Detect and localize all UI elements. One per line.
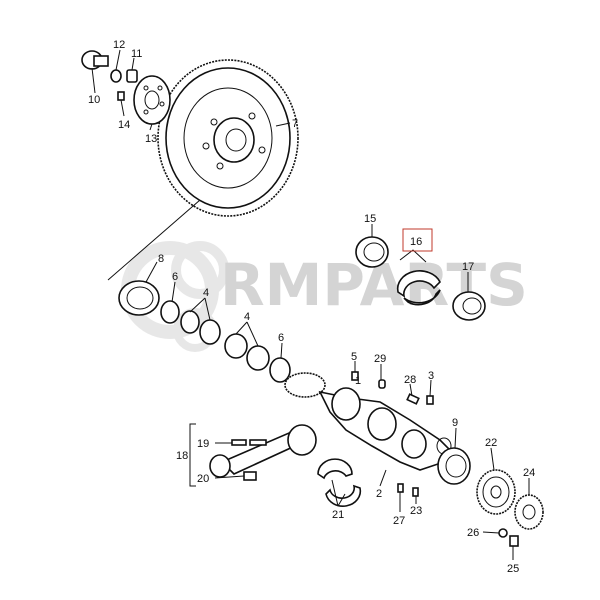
connecting-rod xyxy=(209,424,317,478)
callout-label: 2 xyxy=(376,488,382,500)
callout-label: 16 xyxy=(410,236,422,248)
callout-label: 24 xyxy=(523,467,535,479)
callout-label: 20 xyxy=(197,473,209,485)
needle-bearing xyxy=(126,69,138,83)
rod-nut-20 xyxy=(243,471,257,481)
rod-bolt-19 xyxy=(231,439,247,446)
callout-label: 6 xyxy=(278,332,284,344)
pin-23 xyxy=(412,487,419,497)
callout-label: 8 xyxy=(158,253,164,265)
callout-label: 22 xyxy=(485,437,497,449)
callout-label: 27 xyxy=(393,515,405,527)
callout-label: 17 xyxy=(462,261,474,273)
main-bearing-17 xyxy=(452,291,486,321)
bolt-25 xyxy=(509,535,519,547)
callout-label: 3 xyxy=(428,370,434,382)
callout-label: 29 xyxy=(374,353,386,365)
plug-3 xyxy=(426,395,434,405)
callout-label: 5 xyxy=(351,351,357,363)
thrust-washer-right xyxy=(269,357,291,383)
key-28 xyxy=(406,393,420,405)
callout-label: 23 xyxy=(410,505,422,517)
callout-label: 21 xyxy=(332,509,344,521)
flywheel xyxy=(157,59,299,217)
callout-label: 15 xyxy=(364,213,376,225)
thrust-washer-left xyxy=(160,300,180,324)
leader-lines xyxy=(91,49,530,560)
callout-label: 9 xyxy=(452,417,458,429)
rod-bearing-shells-21 xyxy=(317,458,362,507)
felt-ring xyxy=(110,69,122,83)
main-bearing-15 xyxy=(355,236,389,268)
callout-label: 25 xyxy=(507,563,519,575)
callout-label: 19 xyxy=(197,438,209,450)
callout-label: 6 xyxy=(172,271,178,283)
callout-label: 11 xyxy=(131,48,142,60)
pin-27 xyxy=(397,483,404,493)
callout-label: 13 xyxy=(145,133,157,145)
dowel-pin xyxy=(117,91,125,101)
retaining-ring-26 xyxy=(498,528,508,538)
callout-label: 4 xyxy=(244,311,250,323)
crank-seal xyxy=(437,447,471,485)
main-bearing-shells-16 xyxy=(396,270,441,306)
crank-gear xyxy=(476,469,516,515)
callout-label: 28 xyxy=(404,374,416,386)
pin-29 xyxy=(378,379,386,389)
shim-set-1 xyxy=(180,310,221,345)
callout-labels: 12 11 10 14 13 7 15 16 17 8 6 4 4 6 5 29… xyxy=(88,39,535,575)
distributor-gear xyxy=(514,494,544,530)
washer-plate xyxy=(133,75,171,125)
oil-seal xyxy=(118,280,160,316)
callout-label: 26 xyxy=(467,527,479,539)
callout-label: 10 xyxy=(88,94,100,106)
callout-label: 4 xyxy=(203,287,209,299)
gland-nut xyxy=(81,50,109,70)
shim-set-2 xyxy=(224,333,270,371)
callout-label: 12 xyxy=(113,39,125,51)
callout-label: 14 xyxy=(118,119,130,131)
callout-label: 18 xyxy=(176,450,188,462)
highlight-box xyxy=(402,228,433,252)
crankshaft xyxy=(284,372,454,471)
callout-label: 1 xyxy=(355,375,361,387)
callout-label: 7 xyxy=(292,118,298,130)
